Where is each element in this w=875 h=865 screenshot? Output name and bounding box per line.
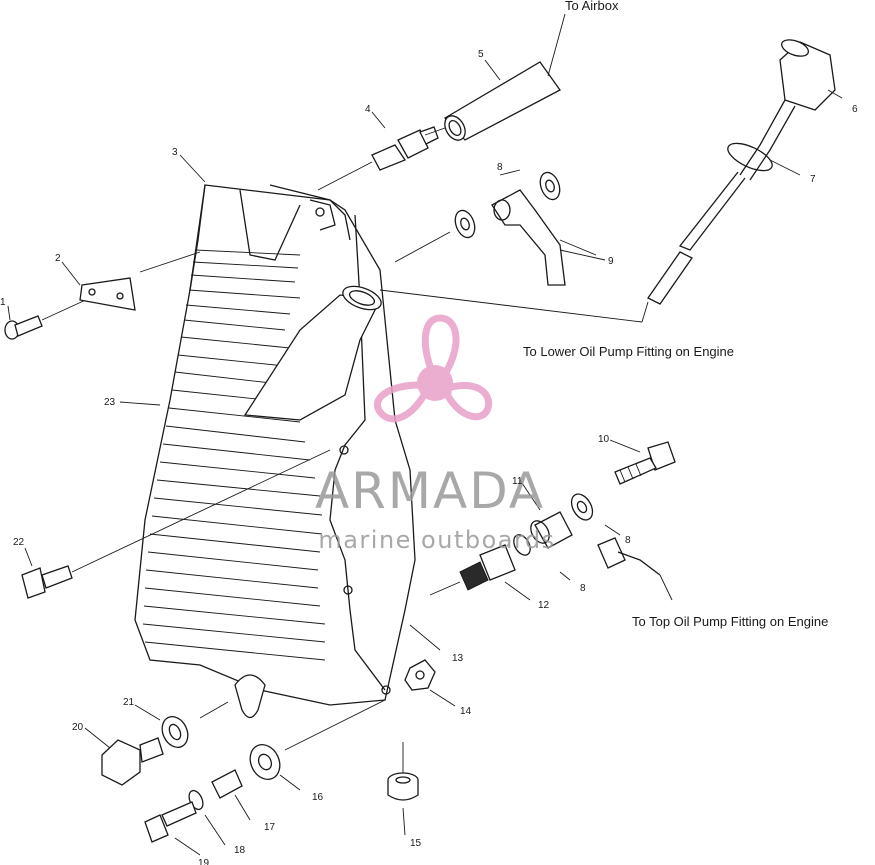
oil-tank — [134, 184, 416, 719]
screw-1 — [4, 297, 91, 340]
bolt-19 — [144, 801, 197, 843]
callout-2: 2 — [55, 253, 61, 264]
callout-22: 22 — [13, 537, 25, 548]
callout-11: 11 — [512, 476, 523, 487]
dipstick-6 — [379, 39, 843, 323]
callout-9: 9 — [608, 256, 614, 267]
callout-14: 14 — [460, 706, 472, 717]
callout-15: 15 — [410, 838, 422, 849]
callout-8b: 8 — [625, 535, 631, 546]
grommet-15 — [387, 742, 419, 801]
callout-12: 12 — [538, 600, 550, 611]
callout-16: 16 — [312, 792, 324, 803]
watermark-tagline: marine outboards — [318, 526, 555, 554]
callout-10: 10 — [598, 434, 610, 445]
callout-13: 13 — [452, 653, 464, 664]
callout-20: 20 — [72, 722, 84, 733]
bolt-10 — [614, 441, 676, 485]
callout-1: 1 — [0, 297, 6, 308]
to-airbox-note: To Airbox — [565, 0, 619, 13]
grommet-16 — [249, 699, 386, 781]
callout-18: 18 — [234, 845, 246, 856]
callout-7: 7 — [810, 174, 816, 185]
to-lower-oil-pump-note: To Lower Oil Pump Fitting on Engine — [523, 344, 734, 359]
watermark-brand: ARMADA — [315, 462, 545, 520]
drain-plug-20 — [101, 701, 229, 786]
callout-8a: 8 — [497, 162, 503, 173]
callout-5: 5 — [478, 49, 484, 60]
callout-leaders — [7, 59, 641, 856]
callout-17: 17 — [264, 822, 276, 833]
bolt-22 — [21, 449, 331, 599]
to-top-oil-pump-note: To Top Oil Pump Fitting on Engine — [632, 614, 828, 629]
callout-4: 4 — [365, 104, 371, 115]
callout-3: 3 — [172, 147, 178, 158]
callout-8c: 8 — [580, 583, 586, 594]
propeller-logo — [374, 314, 493, 423]
callout-19: 19 — [198, 858, 210, 865]
armada-watermark: ARMADA marine outboards — [315, 314, 555, 554]
callout-numbers: 1 2 3 4 5 6 7 8 9 10 11 8 8 12 13 14 15 … — [0, 49, 858, 865]
banjo-9 — [394, 169, 606, 286]
callout-23: 23 — [104, 397, 116, 408]
callout-6: 6 — [852, 104, 858, 115]
nut-14 — [404, 659, 436, 691]
fitting-stack — [429, 493, 673, 601]
plate-2 — [79, 251, 201, 311]
fitting-4 — [317, 126, 446, 191]
hose-5 — [443, 13, 566, 141]
callout-21: 21 — [123, 697, 135, 708]
sleeve-17 — [211, 769, 243, 799]
